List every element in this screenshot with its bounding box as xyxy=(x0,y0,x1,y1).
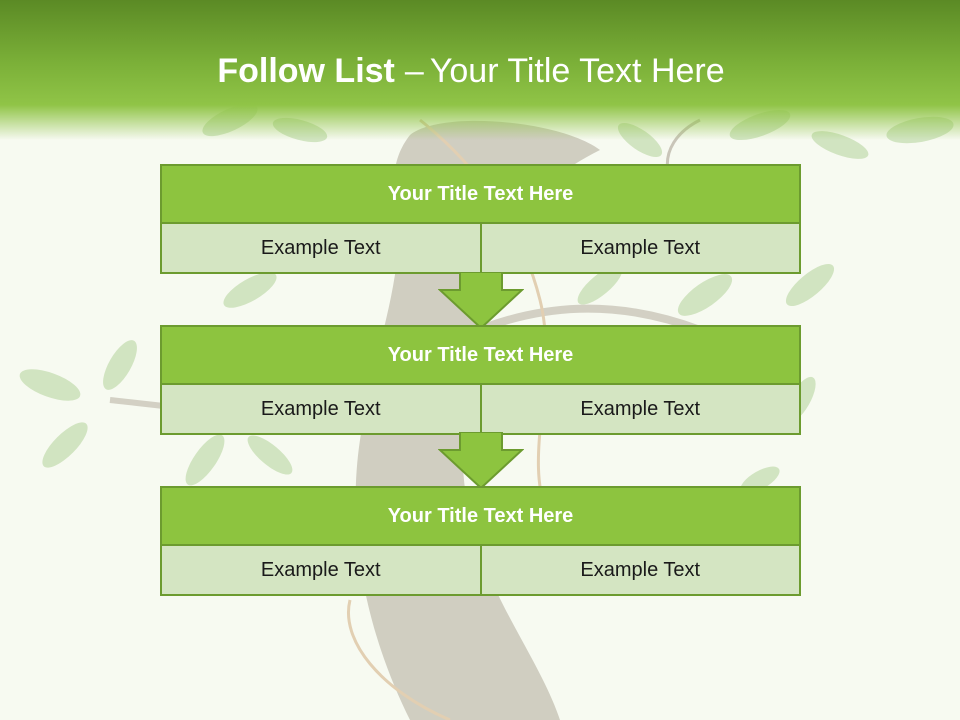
list-block-2: Your Title Text Here Example Text Exampl… xyxy=(160,325,801,435)
block-cell-left: Example Text xyxy=(162,546,480,594)
leaf xyxy=(247,435,293,475)
title-bold-part: Follow List xyxy=(217,52,395,90)
leaf xyxy=(677,274,733,316)
block-cell-left: Example Text xyxy=(162,224,480,272)
leaf xyxy=(19,369,81,401)
leaf xyxy=(577,265,623,305)
down-arrow-2 xyxy=(438,432,524,490)
title-separator: – xyxy=(404,52,424,90)
tan-vine xyxy=(347,599,451,720)
block-row: Example Text Example Text xyxy=(162,546,799,594)
block-cell-right: Example Text xyxy=(479,385,799,433)
block-cell-right: Example Text xyxy=(479,224,799,272)
leaf xyxy=(785,263,835,307)
leaf xyxy=(103,340,137,390)
block-title: Your Title Text Here xyxy=(162,327,799,385)
slide-title: Follow List–Your Title Text Here xyxy=(0,52,942,91)
down-arrow-1 xyxy=(438,272,524,330)
block-title: Your Title Text Here xyxy=(162,166,799,224)
block-cell-left: Example Text xyxy=(162,385,480,433)
leaf xyxy=(223,272,277,308)
slide-header-band xyxy=(0,0,960,140)
leaf xyxy=(185,434,225,486)
block-cell-right: Example Text xyxy=(479,546,799,594)
block-title: Your Title Text Here xyxy=(162,488,799,546)
list-block-3: Your Title Text Here Example Text Exampl… xyxy=(160,486,801,596)
leaf xyxy=(42,422,88,468)
block-row: Example Text Example Text xyxy=(162,385,799,433)
block-row: Example Text Example Text xyxy=(162,224,799,272)
list-block-1: Your Title Text Here Example Text Exampl… xyxy=(160,164,801,274)
title-rest: Your Title Text Here xyxy=(429,52,725,90)
